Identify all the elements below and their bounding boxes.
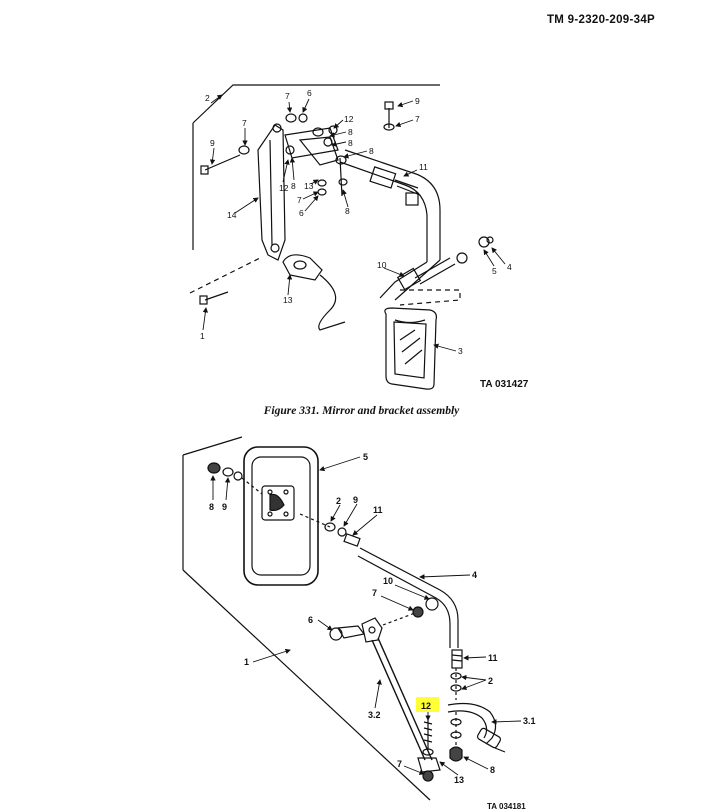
figure-top-leaders xyxy=(202,94,506,352)
callout-bottom-13: 13 xyxy=(454,775,464,785)
callout-bottom-9a: 9 xyxy=(222,502,227,512)
callout-top-11: 11 xyxy=(419,162,428,172)
callout-bottom-2b: 2 xyxy=(488,676,493,686)
callout-top-6a: 6 xyxy=(307,88,312,98)
callout-bottom-9b: 9 xyxy=(353,495,358,505)
callout-bottom-2a: 2 xyxy=(336,496,341,506)
callout-top-13b: 13 xyxy=(283,295,293,305)
callout-highlight xyxy=(416,697,439,712)
callout-top-8a: 8 xyxy=(348,127,353,137)
callout-bottom-8a: 8 xyxy=(209,502,214,512)
callout-top-3: 3 xyxy=(458,346,463,356)
art-id-bottom: TA 034181 xyxy=(487,802,526,811)
figure-top-drawing xyxy=(189,84,494,390)
figure-top-callouts: 2 7 6 9 7 7 12 8 9 8 8 12 8 13 11 7 6 8 … xyxy=(200,88,512,356)
callout-top-10: 10 xyxy=(377,260,387,270)
callout-top-9a: 9 xyxy=(415,96,420,106)
callout-top-8c: 8 xyxy=(369,146,374,156)
callout-top-1: 1 xyxy=(200,331,205,341)
callout-bottom-7a: 7 xyxy=(372,588,377,598)
callout-top-8d: 8 xyxy=(291,181,296,191)
callout-bottom-6: 6 xyxy=(308,615,313,625)
callout-bottom-8b: 8 xyxy=(490,765,495,775)
art-id-top: TA 031427 xyxy=(480,379,529,390)
callout-top-7c: 7 xyxy=(415,114,420,124)
callout-bottom-11b: 11 xyxy=(488,653,498,663)
figure-bottom-drawing xyxy=(182,436,506,801)
callout-top-5: 5 xyxy=(492,266,497,276)
callout-top-7a: 7 xyxy=(285,91,290,101)
callout-top-7d: 7 xyxy=(297,195,302,205)
callout-top-2: 2 xyxy=(205,93,210,103)
callout-top-12a: 12 xyxy=(344,114,354,124)
callout-bottom-4: 4 xyxy=(472,570,477,580)
callout-bottom-7b: 7 xyxy=(397,759,402,769)
document-number: TM 9-2320-209-34P xyxy=(546,14,655,26)
callout-top-8b: 8 xyxy=(348,138,353,148)
callout-bottom-11a: 11 xyxy=(373,505,383,515)
callout-top-7b: 7 xyxy=(242,118,247,128)
callout-bottom-12: 12 xyxy=(421,701,431,711)
callout-top-4: 4 xyxy=(507,262,512,272)
callout-top-8e: 8 xyxy=(345,206,350,216)
callout-bottom-5: 5 xyxy=(363,452,368,462)
callout-top-9b: 9 xyxy=(210,138,215,148)
figure-bottom-leaders xyxy=(210,456,522,776)
figure-bottom-callouts: 5 8 9 2 9 11 10 7 4 6 11 1 2 3.2 12 3.1 … xyxy=(209,452,536,785)
callout-bottom-1: 1 xyxy=(244,657,249,667)
callout-top-14: 14 xyxy=(227,210,237,220)
callout-bottom-3-1: 3.1 xyxy=(523,716,536,726)
callout-bottom-10: 10 xyxy=(383,576,393,586)
callout-bottom-3-2: 3.2 xyxy=(368,710,381,720)
callout-top-13a: 13 xyxy=(304,181,314,191)
callout-top-12b: 12 xyxy=(279,183,289,193)
callout-top-6b: 6 xyxy=(299,208,304,218)
figure-caption: Figure 331. Mirror and bracket assembly xyxy=(263,405,460,417)
